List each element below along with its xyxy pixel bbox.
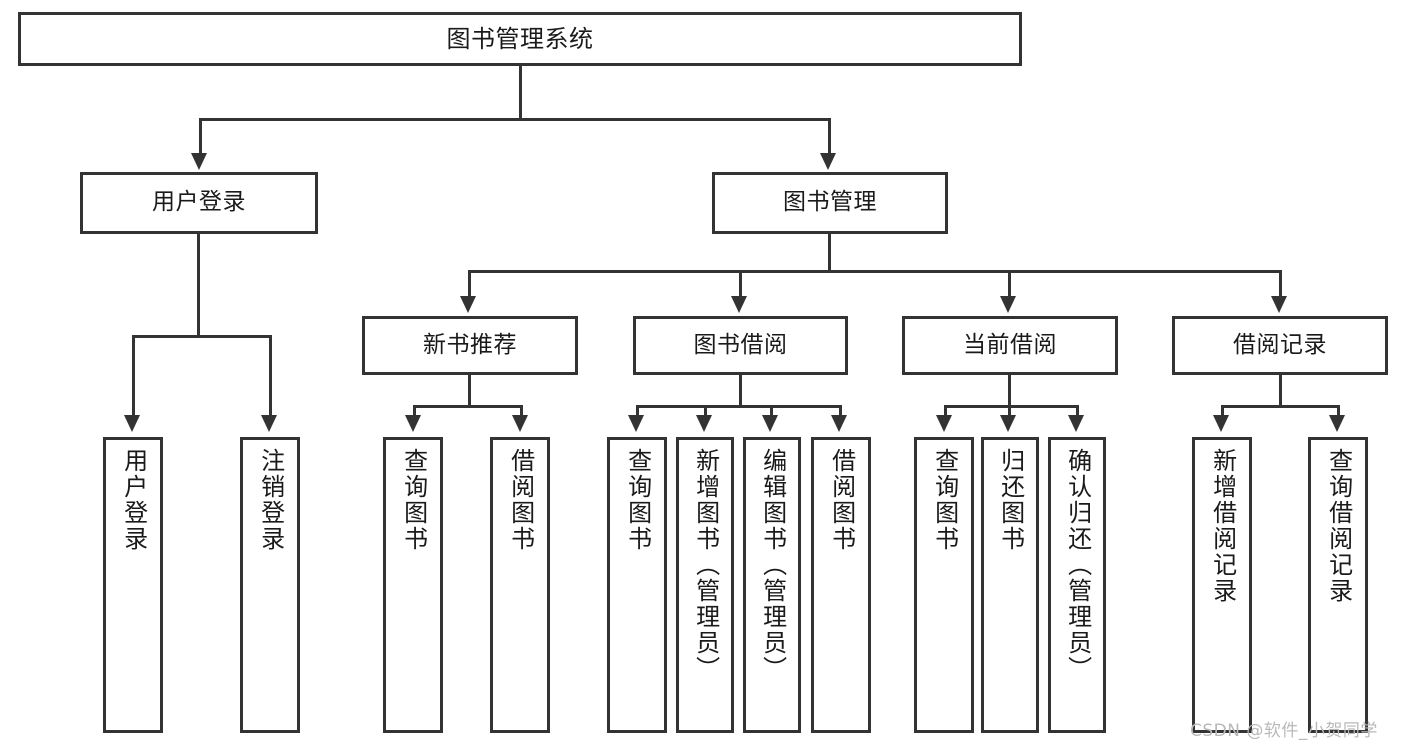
connector-book-management-stem [828,234,831,270]
connector-book-management-to-l2-1 [468,270,471,298]
node-label: 编辑图书（管理员） [758,448,787,682]
node-label: 新增借阅记录 [1208,448,1237,604]
node-new-book-recommend[interactable]: 新书推荐 [362,316,578,375]
arrow-book-management-to-l2-1 [460,296,476,313]
connector-current-borrow-to-leaf-1 [944,405,947,417]
arrow-new-book-to-leaf-1 [405,415,421,432]
connector-current-borrow-to-leaf-3 [1076,405,1079,417]
arrow-current-borrow-to-leaf-2 [1000,415,1016,432]
node-label: 借阅图书 [506,448,535,552]
leaf-add-borrow-record[interactable]: 新增借阅记录 [1192,437,1252,733]
connector-current-borrow-to-leaf-2 [1008,405,1011,417]
connector-book-management-to-l2-2 [739,270,742,298]
arrow-new-book-to-leaf-2 [512,415,528,432]
leaf-query-book-recommend[interactable]: 查询图书 [383,437,443,733]
arrow-book-borrow-to-leaf-1 [628,415,644,432]
connector-user-login-stem [197,234,200,335]
node-label: 注销登录 [256,448,285,552]
connector-borrow-record-bar [1221,405,1340,408]
node-borrow-record[interactable]: 借阅记录 [1172,316,1388,375]
node-book-borrow[interactable]: 图书借阅 [633,316,848,375]
arrow-user-login-to-leaf-1 [124,415,140,432]
node-label: 查询图书 [623,448,652,552]
arrow-current-borrow-to-leaf-1 [936,415,952,432]
connector-current-borrow-stem [1008,375,1011,405]
node-label: 新增图书（管理员） [691,448,720,682]
leaf-edit-book-admin[interactable]: 编辑图书（管理员） [743,437,801,733]
arrow-book-borrow-to-leaf-3 [762,415,778,432]
connector-new-book-bar [413,405,523,408]
connector-root-bar [199,118,831,121]
connector-new-book-to-leaf-1 [413,405,416,417]
connector-root-to-user-login [199,118,202,155]
node-user-login[interactable]: 用户登录 [80,172,318,234]
arrow-book-borrow-to-leaf-4 [831,415,847,432]
node-label: 确认归还（管理员） [1063,448,1092,682]
leaf-query-borrow-record[interactable]: 查询借阅记录 [1308,437,1368,733]
connector-book-borrow-to-leaf-3 [770,405,773,417]
arrow-root-to-book-manage [820,153,836,170]
connector-book-borrow-to-leaf-2 [704,405,707,417]
node-label: 查询图书 [930,448,959,552]
node-label: 归还图书 [996,448,1025,552]
node-label: 用户登录 [119,448,148,552]
arrow-book-borrow-to-leaf-2 [696,415,712,432]
arrow-borrow-record-to-leaf-1 [1213,415,1229,432]
connector-book-management-bar [468,270,1282,273]
node-label: 借阅记录 [1233,331,1327,358]
connector-user-login-bar [132,335,272,338]
connector-user-login-to-leaf-1 [132,335,135,417]
leaf-borrow-book-recommend[interactable]: 借阅图书 [490,437,550,733]
connector-root-stem [519,66,522,118]
leaf-query-book-borrow[interactable]: 查询图书 [607,437,667,733]
leaf-add-book-admin[interactable]: 新增图书（管理员） [676,437,734,733]
node-label: 借阅图书 [827,448,856,552]
connector-new-book-stem [468,375,471,405]
connector-user-login-to-leaf-2 [269,335,272,417]
node-root-system[interactable]: 图书管理系统 [18,12,1022,66]
connector-book-borrow-to-leaf-1 [636,405,639,417]
node-label: 新书推荐 [423,331,517,358]
arrow-book-management-to-l2-3 [1000,296,1016,313]
node-label: 查询图书 [399,448,428,552]
connector-book-management-to-l2-4 [1279,270,1282,298]
connector-borrow-record-to-leaf-1 [1221,405,1224,417]
connector-borrow-record-stem [1279,375,1282,405]
leaf-return-book[interactable]: 归还图书 [981,437,1039,733]
connector-new-book-to-leaf-2 [520,405,523,417]
connector-book-borrow-to-leaf-4 [839,405,842,417]
arrow-borrow-record-to-leaf-2 [1329,415,1345,432]
connector-root-to-book-manage [828,118,831,155]
node-label: 查询借阅记录 [1324,448,1353,604]
node-current-borrow[interactable]: 当前借阅 [902,316,1118,375]
connector-book-management-to-l2-3 [1008,270,1011,298]
node-label: 当前借阅 [963,331,1057,358]
connector-book-borrow-bar [636,405,842,408]
arrow-root-to-user-login [191,153,207,170]
leaf-user-login[interactable]: 用户登录 [103,437,163,733]
leaf-borrow-book[interactable]: 借阅图书 [811,437,871,733]
arrow-book-management-to-l2-2 [731,296,747,313]
arrow-book-management-to-l2-4 [1271,296,1287,313]
node-label: 用户登录 [152,189,246,216]
node-label: 图书管理 [783,189,877,216]
arrow-user-login-to-leaf-2 [261,415,277,432]
connector-current-borrow-bar [944,405,1078,408]
node-label: 图书管理系统 [446,24,594,53]
arrow-current-borrow-to-leaf-3 [1068,415,1084,432]
leaf-logout[interactable]: 注销登录 [240,437,300,733]
leaf-query-book-current[interactable]: 查询图书 [914,437,974,733]
node-book-management[interactable]: 图书管理 [712,172,948,234]
leaf-confirm-return-admin[interactable]: 确认归还（管理员） [1048,437,1106,733]
connector-borrow-record-to-leaf-2 [1337,405,1340,417]
connector-book-borrow-stem [739,375,742,405]
node-label: 图书借阅 [693,331,788,358]
